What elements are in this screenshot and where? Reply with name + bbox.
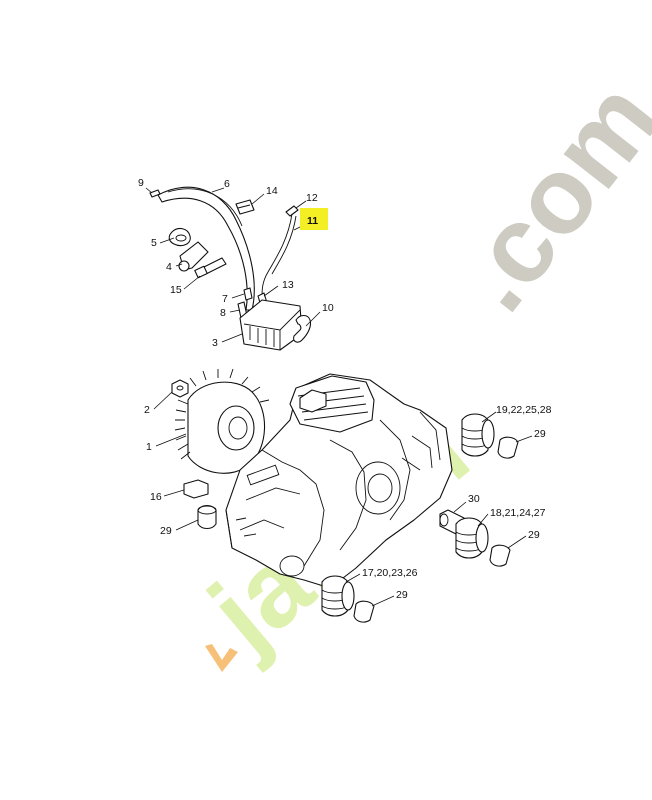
leader-9 [145,187,153,194]
part-11-wire [261,213,293,299]
leader-2 [153,391,173,410]
label-14: 14 [266,185,278,197]
leader-7 [231,293,245,299]
label-17: 17,20,23,26 [362,567,418,579]
leader-8 [229,309,241,313]
part-6-cable [167,188,243,227]
part-15-bolt-head [194,265,208,279]
part-16-block [183,479,209,499]
leader-30 [453,501,467,513]
label-12: 12 [306,192,318,204]
part-5-spring [168,227,191,247]
part-17-buffer-cap [341,581,355,611]
leader-1 [155,433,187,447]
leader-lines [145,187,533,607]
part-30-sleeve-end [439,513,449,527]
leader-29c [507,535,527,549]
label-3: 3 [212,337,218,349]
cylinder-head [289,375,375,433]
part-3-module-ribs [249,326,275,347]
part-2-nut-hole [176,385,184,391]
part-29-plug-bottom [353,600,375,623]
part-1-hub [217,405,255,451]
leader-19 [481,411,497,423]
lower-bore [279,555,305,577]
highlight-box [300,208,328,230]
label-1: 1 [146,441,152,453]
crankcase-slot [246,464,280,486]
watermark-dotcom: .com [431,59,652,332]
ignition-assembly [149,186,312,351]
label-30: 30 [468,493,480,505]
crank-bore [355,461,401,515]
part-1-hub-inner [228,416,248,440]
part-10-clip [293,314,312,343]
leader-6 [211,187,225,193]
label-13: 13 [282,279,294,291]
crankcase-ribs [239,411,441,567]
label-29a: 29 [160,525,172,537]
label-29d: 29 [534,428,546,440]
watermark-accent-mark [205,644,238,672]
plug-boss [299,389,327,413]
label-19: 19,22,25,28 [496,404,552,416]
flywheel-assembly [171,368,270,474]
label-6: 6 [224,178,230,190]
leader-4 [175,263,183,267]
leader-29d [515,435,533,443]
part-1-fins [174,368,270,460]
part-4-boot-end [178,260,190,272]
watermark: .com jardin [185,59,652,674]
part-5-ring [175,234,187,242]
part-29-plug-left-top [197,505,217,515]
leader-12 [295,200,307,209]
label-8: 8 [220,307,226,319]
leader-5 [159,237,175,244]
part-18-buffer-cap [475,523,489,553]
cylinder-fins [297,387,369,421]
label-15: 15 [170,284,182,296]
label-4: 4 [166,261,172,273]
label-5: 5 [151,237,157,249]
leader-16 [163,489,185,497]
part-29-plug-right-top [497,436,519,459]
crank-bore-inner [367,473,393,503]
leader-18 [477,513,489,527]
label-2: 2 [144,404,150,416]
part-11-wire-2 [271,215,297,275]
label-11: 11 [307,215,318,227]
leader-15 [183,275,201,290]
part-labels: 9 6 14 12 11 5 4 15 7 13 8 10 3 2 1 16 2… [138,177,552,601]
part-19-buffer-cap [481,419,495,449]
part-12-terminal [285,205,299,217]
leader-29a [175,519,199,531]
part-2-nut [171,379,189,398]
part-7-spring [243,287,253,301]
label-18: 18,21,24,27 [490,507,546,519]
leader-3 [221,333,243,343]
label-16: 16 [150,491,162,503]
label-29b: 29 [396,589,408,601]
leader-10 [305,311,321,327]
part-3-module-edge [243,309,301,350]
leader-13 [263,285,279,297]
leader-14 [251,193,265,205]
label-9: 9 [138,177,144,189]
crankcase-flange [225,435,433,549]
label-29c: 29 [528,529,540,541]
part-29-plug-left [197,504,217,530]
label-7: 7 [222,293,228,305]
crankcase-assembly [225,373,453,589]
part-14-clip [235,199,255,215]
label-10: 10 [322,302,334,314]
leader-29b [371,595,395,607]
leader-17 [345,573,361,583]
part-19-buffer [461,413,489,457]
part-29-plug-right-mid [489,544,511,567]
